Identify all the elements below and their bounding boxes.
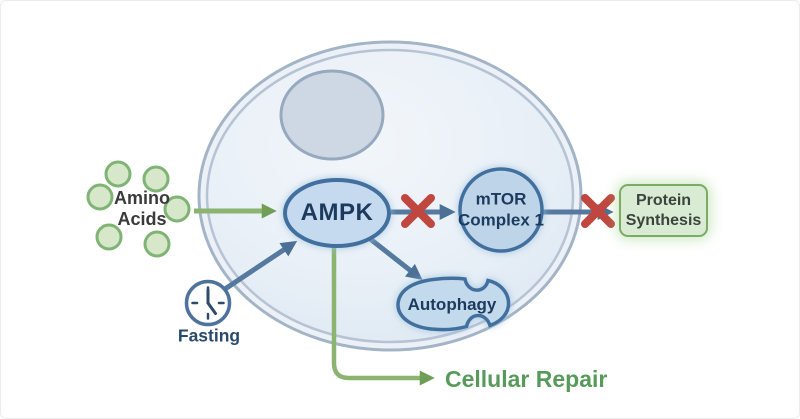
protein-synthesis-label: Protein Synthesis <box>625 191 702 229</box>
red-x-icon <box>401 194 435 228</box>
amino-acid-circle <box>104 160 132 188</box>
protein-synthesis-box: Protein Synthesis <box>619 184 708 237</box>
nucleus <box>279 69 385 161</box>
ampk-node <box>283 178 391 248</box>
amino-acid-circle <box>142 165 170 193</box>
amino-acid-circle <box>163 195 191 223</box>
mtor-node <box>458 167 544 253</box>
arrow-ampk-to-autophagy <box>367 236 423 281</box>
autophagy-node <box>396 276 511 332</box>
amino-acid-cluster <box>86 160 191 258</box>
clock-icon <box>184 279 232 327</box>
pathway-nodes <box>283 167 544 332</box>
cell-body <box>197 40 583 352</box>
amino-acid-circle <box>143 230 171 258</box>
pathway-arrows <box>194 203 614 386</box>
arrow-fasting-to-ampk <box>223 240 298 292</box>
amino-acid-circle <box>95 223 123 251</box>
amino-acid-circle <box>86 183 114 211</box>
arrow-ampk-to-cellular-repair <box>331 246 435 386</box>
red-x-icon <box>581 194 615 228</box>
inhibition-marks <box>401 194 615 228</box>
